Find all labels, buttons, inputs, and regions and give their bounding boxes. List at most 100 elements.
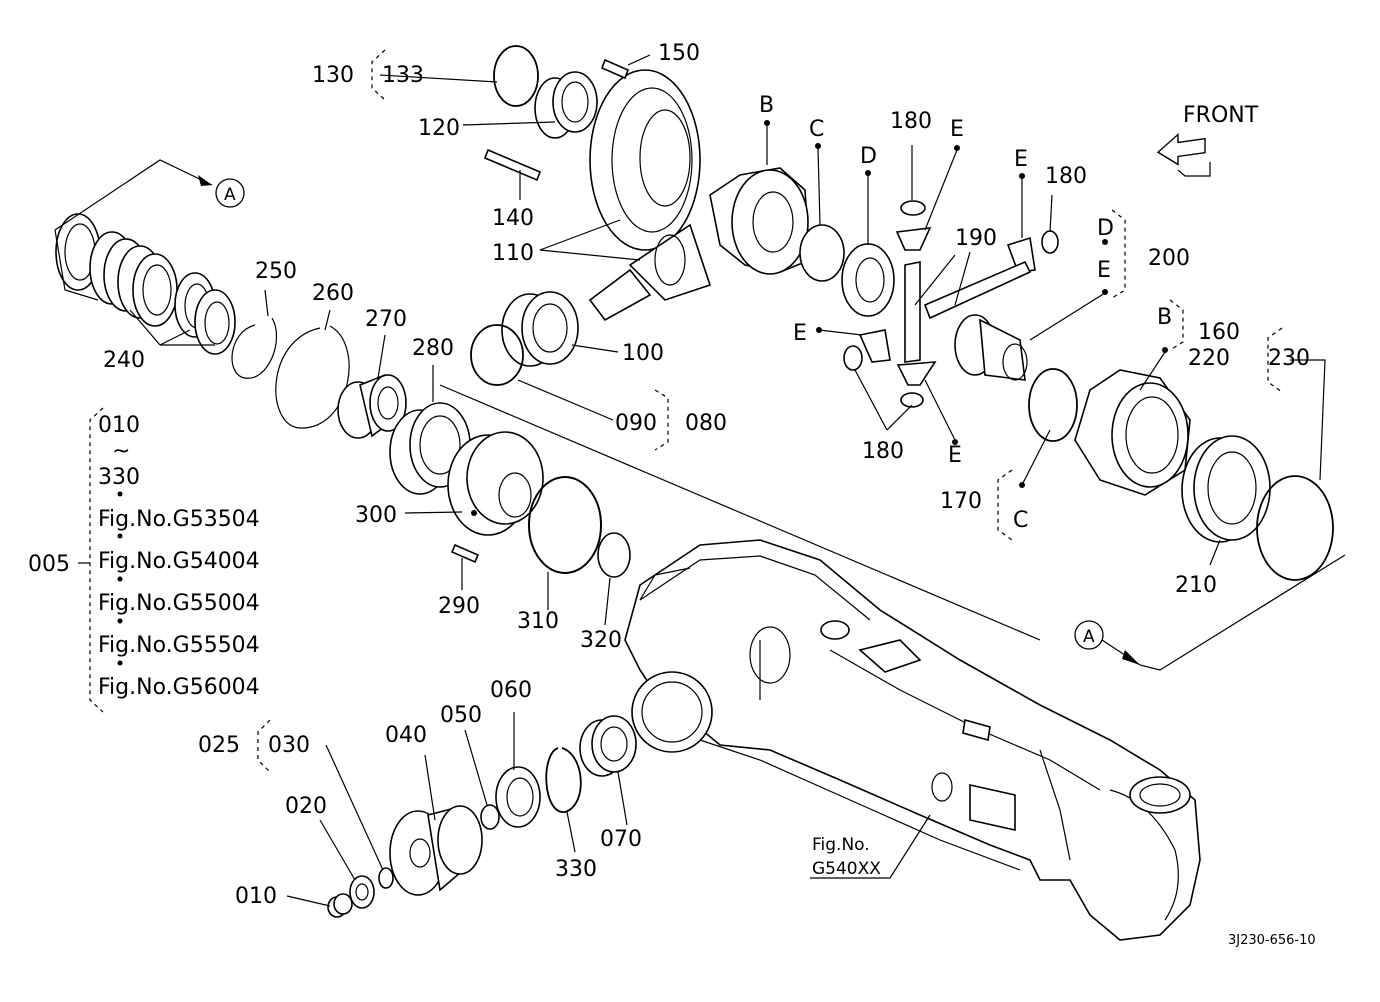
- label-005: 005: [28, 552, 70, 577]
- label-range-from: 010: [98, 413, 140, 438]
- flange-040[interactable]: [389, 805, 483, 896]
- label-c-top: C: [809, 117, 824, 142]
- label-180-bottom: 180: [862, 439, 904, 464]
- label-fig-1: Fig.No.G53504: [98, 507, 260, 532]
- label-120: 120: [418, 116, 460, 141]
- label-240: 240: [103, 348, 145, 373]
- bearing-280[interactable]: [389, 402, 471, 495]
- o-ring-310[interactable]: [528, 476, 602, 574]
- bearing-120[interactable]: [534, 71, 598, 139]
- label-b-160: B: [1157, 305, 1172, 330]
- washer-180d[interactable]: [900, 392, 924, 408]
- side-gear-d[interactable]: [841, 243, 895, 317]
- bearing-100[interactable]: [501, 291, 579, 367]
- label-fig-3: Fig.No.G55004: [98, 591, 260, 616]
- label-front: FRONT: [1183, 103, 1259, 128]
- label-290: 290: [438, 594, 480, 619]
- o-ring-320[interactable]: [597, 532, 631, 578]
- label-260: 260: [312, 281, 354, 306]
- leader-dots: [117, 120, 1168, 666]
- pinion-shaft-110[interactable]: [588, 223, 712, 322]
- pin-290[interactable]: [450, 543, 480, 564]
- friction-disc-pack[interactable]: [55, 213, 236, 355]
- label-ref-fig-2: G540XX: [812, 859, 881, 879]
- label-230: 230: [1268, 346, 1310, 371]
- pinion-gear-e4[interactable]: [896, 361, 937, 386]
- label-150: 150: [658, 41, 700, 66]
- axle-housing[interactable]: [624, 539, 1201, 941]
- snap-ring-330[interactable]: [545, 747, 582, 813]
- oil-seal-060[interactable]: [495, 766, 541, 828]
- shim-170[interactable]: [1028, 368, 1078, 442]
- bearing-070[interactable]: [579, 715, 637, 777]
- nut-010[interactable]: [327, 893, 353, 918]
- bolt-140[interactable]: [483, 148, 542, 182]
- o-ring-050[interactable]: [480, 804, 500, 830]
- label-fig-5: Fig.No.G56004: [98, 675, 260, 700]
- pinion-gear-e2[interactable]: [1006, 236, 1036, 273]
- shim-090[interactable]: [470, 324, 524, 386]
- label-b-top: B: [759, 93, 774, 118]
- label-180-top: 180: [890, 109, 932, 134]
- washer-180b[interactable]: [1041, 230, 1059, 254]
- label-040: 040: [385, 723, 427, 748]
- label-110: 110: [492, 241, 534, 266]
- label-e-left: E: [793, 321, 807, 346]
- label-section-a-bottom: A: [1083, 627, 1095, 647]
- bearing-210[interactable]: [1181, 435, 1271, 543]
- label-e-top: E: [950, 117, 964, 142]
- label-d-top: D: [860, 144, 877, 169]
- label-270: 270: [365, 307, 407, 332]
- section-marker-a-top: [215, 178, 245, 208]
- label-d-group: D: [1097, 216, 1114, 241]
- label-e-group: E: [1097, 258, 1111, 283]
- label-c-170: C: [1013, 508, 1028, 533]
- snap-ring-250[interactable]: [231, 317, 277, 379]
- label-220: 220: [1188, 346, 1230, 371]
- section-marker-a-bottom: [1074, 620, 1104, 650]
- differential-case-b[interactable]: [709, 167, 811, 275]
- label-070: 070: [600, 827, 642, 852]
- label-320: 320: [580, 628, 622, 653]
- bushing-270[interactable]: [337, 373, 407, 439]
- pinion-gear-e3[interactable]: [858, 329, 891, 363]
- pinion-shaft-190a[interactable]: [904, 261, 921, 363]
- label-140: 140: [492, 206, 534, 231]
- label-130: 130: [312, 63, 354, 88]
- label-025: 025: [198, 733, 240, 758]
- label-060: 060: [490, 678, 532, 703]
- pinion-shaft-190b[interactable]: [923, 260, 1032, 320]
- label-030: 030: [268, 733, 310, 758]
- side-gear-spline[interactable]: [954, 314, 1028, 381]
- label-020: 020: [285, 794, 327, 819]
- washer-180a[interactable]: [900, 200, 926, 216]
- label-170: 170: [940, 489, 982, 514]
- washer-180c[interactable]: [843, 345, 863, 371]
- ring-gear-110[interactable]: [589, 69, 701, 251]
- case-b-160[interactable]: [1074, 369, 1191, 496]
- label-section-a-top: A: [224, 185, 236, 205]
- label-300: 300: [355, 503, 397, 528]
- bolt-150[interactable]: [600, 58, 630, 80]
- labels: FRONT 130 133 150 120 140 110 100 090 08…: [28, 41, 1316, 948]
- label-090: 090: [615, 411, 657, 436]
- label-160: 160: [1198, 320, 1240, 345]
- label-330: 330: [555, 857, 597, 882]
- thrust-washer-c[interactable]: [799, 224, 845, 282]
- label-210: 210: [1175, 573, 1217, 598]
- shim-133[interactable]: [493, 45, 539, 107]
- label-100: 100: [622, 341, 664, 366]
- pinion-gear-e1[interactable]: [895, 227, 932, 251]
- shim-230[interactable]: [1256, 475, 1334, 581]
- o-ring-030[interactable]: [378, 867, 394, 889]
- bearing-retainer-300[interactable]: [447, 431, 544, 536]
- snap-ring-260[interactable]: [275, 325, 350, 429]
- label-fig-2: Fig.No.G54004: [98, 549, 260, 574]
- label-080: 080: [685, 411, 727, 436]
- label-133: 133: [382, 63, 424, 88]
- front-arrow-icon: [1156, 132, 1211, 177]
- label-ref-fig-1: Fig.No.: [812, 835, 870, 855]
- brackets: [89, 49, 1283, 773]
- label-e-bottom: E: [948, 443, 962, 468]
- washer-020[interactable]: [349, 875, 375, 909]
